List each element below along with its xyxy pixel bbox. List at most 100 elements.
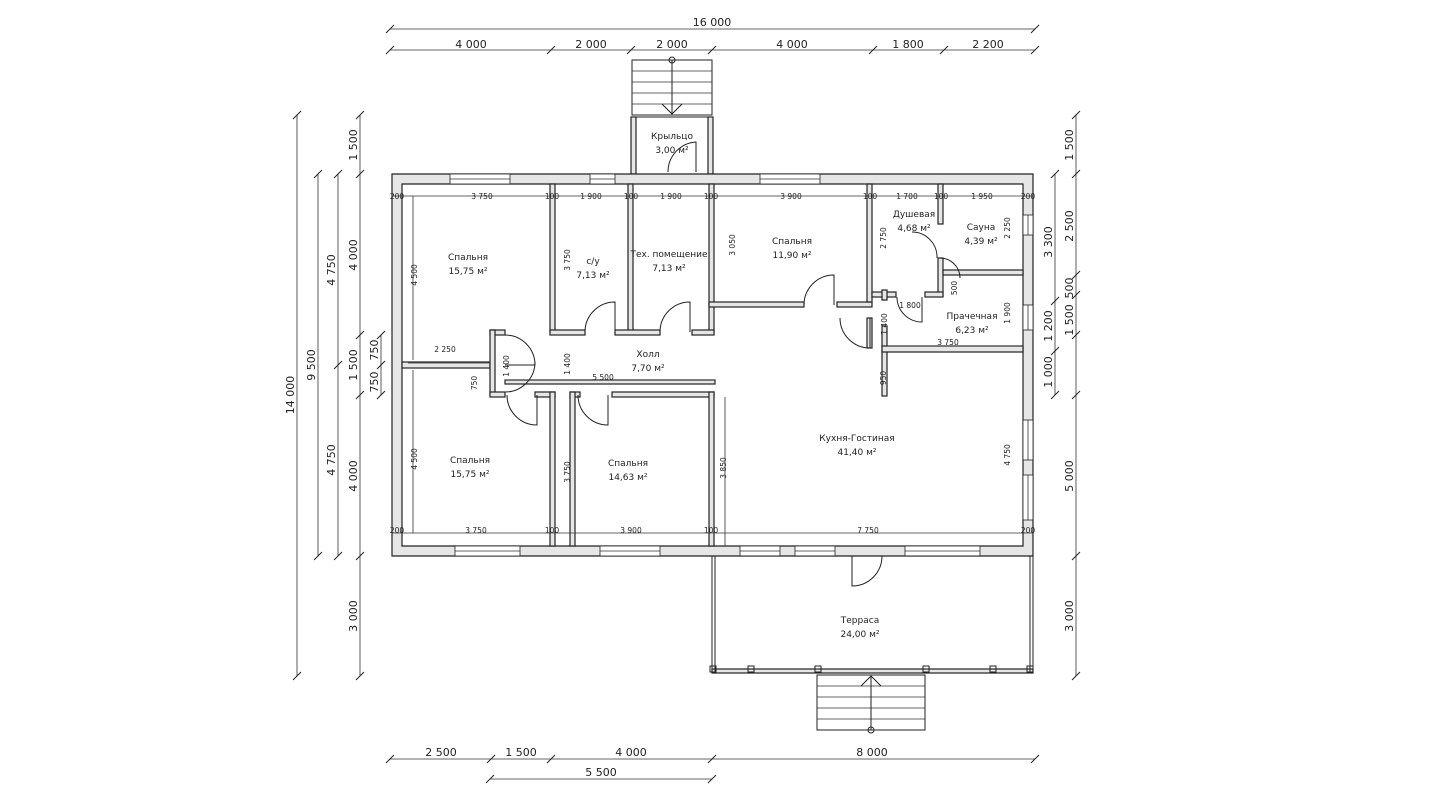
room-terrace-area: 24,00 м² [840,630,879,640]
dim-top-5: 1 800 [892,38,924,51]
inner-dim: 100 [704,526,719,535]
dim-bottom-3: 4 000 [615,746,647,759]
room-hall-name: Холл [636,350,659,360]
inner-dim: 1 400 [563,353,572,375]
inner-dim: 950 [879,371,888,386]
inner-dim: 2 250 [1003,217,1012,239]
inner-dim: 1 950 [971,192,993,201]
inner-dim: 100 [704,192,719,201]
inner-dim: 3 900 [620,526,642,535]
exterior-walls [391,173,1034,557]
dim-right-6: 1 200 [1042,310,1055,342]
dim-top-2: 2 000 [575,38,607,51]
inner-dim: 2 250 [434,345,456,354]
room-bedroom3-name: Спальня [450,456,490,466]
inner-dim: 100 [624,192,639,201]
inner-dim: 1 900 [580,192,602,201]
dim-left-inner-4: 4 000 [347,460,360,492]
room-sauna-area: 4,39 м² [964,237,998,247]
left-dimensions: 14 000 9 500 4 750 4 750 1 500 4 000 1 5… [284,110,386,681]
right-dimensions: 1 500 2 500 3 300 1 500 500 1 200 1 000 … [1042,110,1081,681]
dim-left-inner-5: 3 000 [347,600,360,632]
dim-bottom-5: 5 500 [585,766,617,779]
room-sauna-name: Сауна [967,223,996,233]
inner-dim: 750 [470,376,479,391]
dim-top-total: 16 000 [693,16,732,29]
inner-dim: 200 [390,192,405,201]
dim-left-4750b: 4 750 [325,444,338,476]
inner-dim: 3 750 [563,461,572,483]
inner-dim: 1 400 [880,313,889,335]
inner-dim: 100 [545,526,560,535]
dim-right-5: 500 [1063,278,1076,299]
inner-dim: 4 500 [410,448,419,470]
room-porch-name: Крыльцо [651,132,693,142]
room-hall-area: 7,70 м² [631,364,665,374]
dim-bottom-1: 2 500 [425,746,457,759]
dim-left-inner-2: 4 000 [347,239,360,271]
dim-bottom-2: 1 500 [505,746,537,759]
inner-dim: 3 850 [719,457,728,479]
room-tech-area: 7,13 м² [652,264,686,274]
interior-walls [401,183,1024,547]
porch-stairs-top [631,56,713,116]
dim-right-3: 3 300 [1042,226,1055,258]
bottom-dimensions: 2 500 1 500 4 000 8 000 5 500 [385,746,1040,784]
dim-right-8: 5 000 [1063,460,1076,492]
terrace-stairs [816,674,926,734]
dim-left-4750a: 4 750 [325,254,338,286]
inner-dim: 2 750 [879,227,888,249]
room-bedroom1-name: Спальня [448,253,488,263]
room-bedroom3-area: 15,75 м² [450,470,489,480]
dim-left-750b: 750 [368,372,381,393]
dim-top-4: 4 000 [776,38,808,51]
doors [504,231,961,587]
inner-dim: 1 400 [502,355,511,377]
room-wc-name: с/у [586,257,600,267]
room-labels: Крыльцо 3,00 м² Спальня 15,75 м² с/у 7,1… [448,132,998,640]
dim-left-inner-1: 1 500 [347,129,360,161]
top-dimensions: 16 000 4 000 2 000 2 000 4 000 1 800 2 2… [385,16,1040,55]
inner-dim: 3 900 [780,192,802,201]
inner-dim: 3 750 [937,338,959,347]
room-kitchen-area: 41,40 м² [837,448,876,458]
dim-top-1: 4 000 [455,38,487,51]
inner-dim: 3 750 [465,526,487,535]
inner-dim: 500 [950,281,959,296]
dim-right-2: 2 500 [1063,210,1076,242]
dim-left-inner-3: 1 500 [347,349,360,381]
dim-top-3: 2 000 [656,38,688,51]
room-bedroom2-name: Спальня [772,237,812,247]
room-bedroom1-area: 15,75 м² [448,267,487,277]
inner-dim: 100 [934,192,949,201]
room-terrace-name: Терраса [840,616,879,626]
inner-dim: 3 750 [563,249,572,271]
dim-left-total: 14 000 [284,376,297,415]
dim-top-6: 2 200 [972,38,1004,51]
inner-dim: 4 750 [1003,444,1012,466]
dim-left-750a: 750 [368,340,381,361]
dim-right-7: 1 000 [1042,356,1055,388]
inner-dim: 100 [863,192,878,201]
room-shower-area: 4,68 м² [897,224,931,234]
inner-dim: 1 900 [660,192,682,201]
inner-dim: 4 500 [410,264,419,286]
dim-right-9: 3 000 [1063,600,1076,632]
inner-dim: 200 [1021,526,1036,535]
room-kitchen-name: Кухня-Гостиная [819,434,894,444]
dim-right-4: 1 500 [1063,304,1076,336]
inner-dim: 1 900 [1003,302,1012,324]
room-bedroom4-name: Спальня [608,459,648,469]
room-laundry-name: Прачечная [947,312,998,322]
room-laundry-area: 6,23 м² [955,326,989,336]
terrace [709,555,1034,674]
inner-dim: 200 [390,526,405,535]
room-bedroom4-area: 14,63 м² [608,473,647,483]
inner-dim: 3 050 [728,234,737,256]
room-shower-name: Душевая [893,210,935,220]
inner-dim: 5 500 [592,373,614,382]
inner-dim: 3 750 [471,192,493,201]
room-wc-area: 7,13 м² [576,271,610,281]
room-bedroom2-area: 11,90 м² [772,251,811,261]
